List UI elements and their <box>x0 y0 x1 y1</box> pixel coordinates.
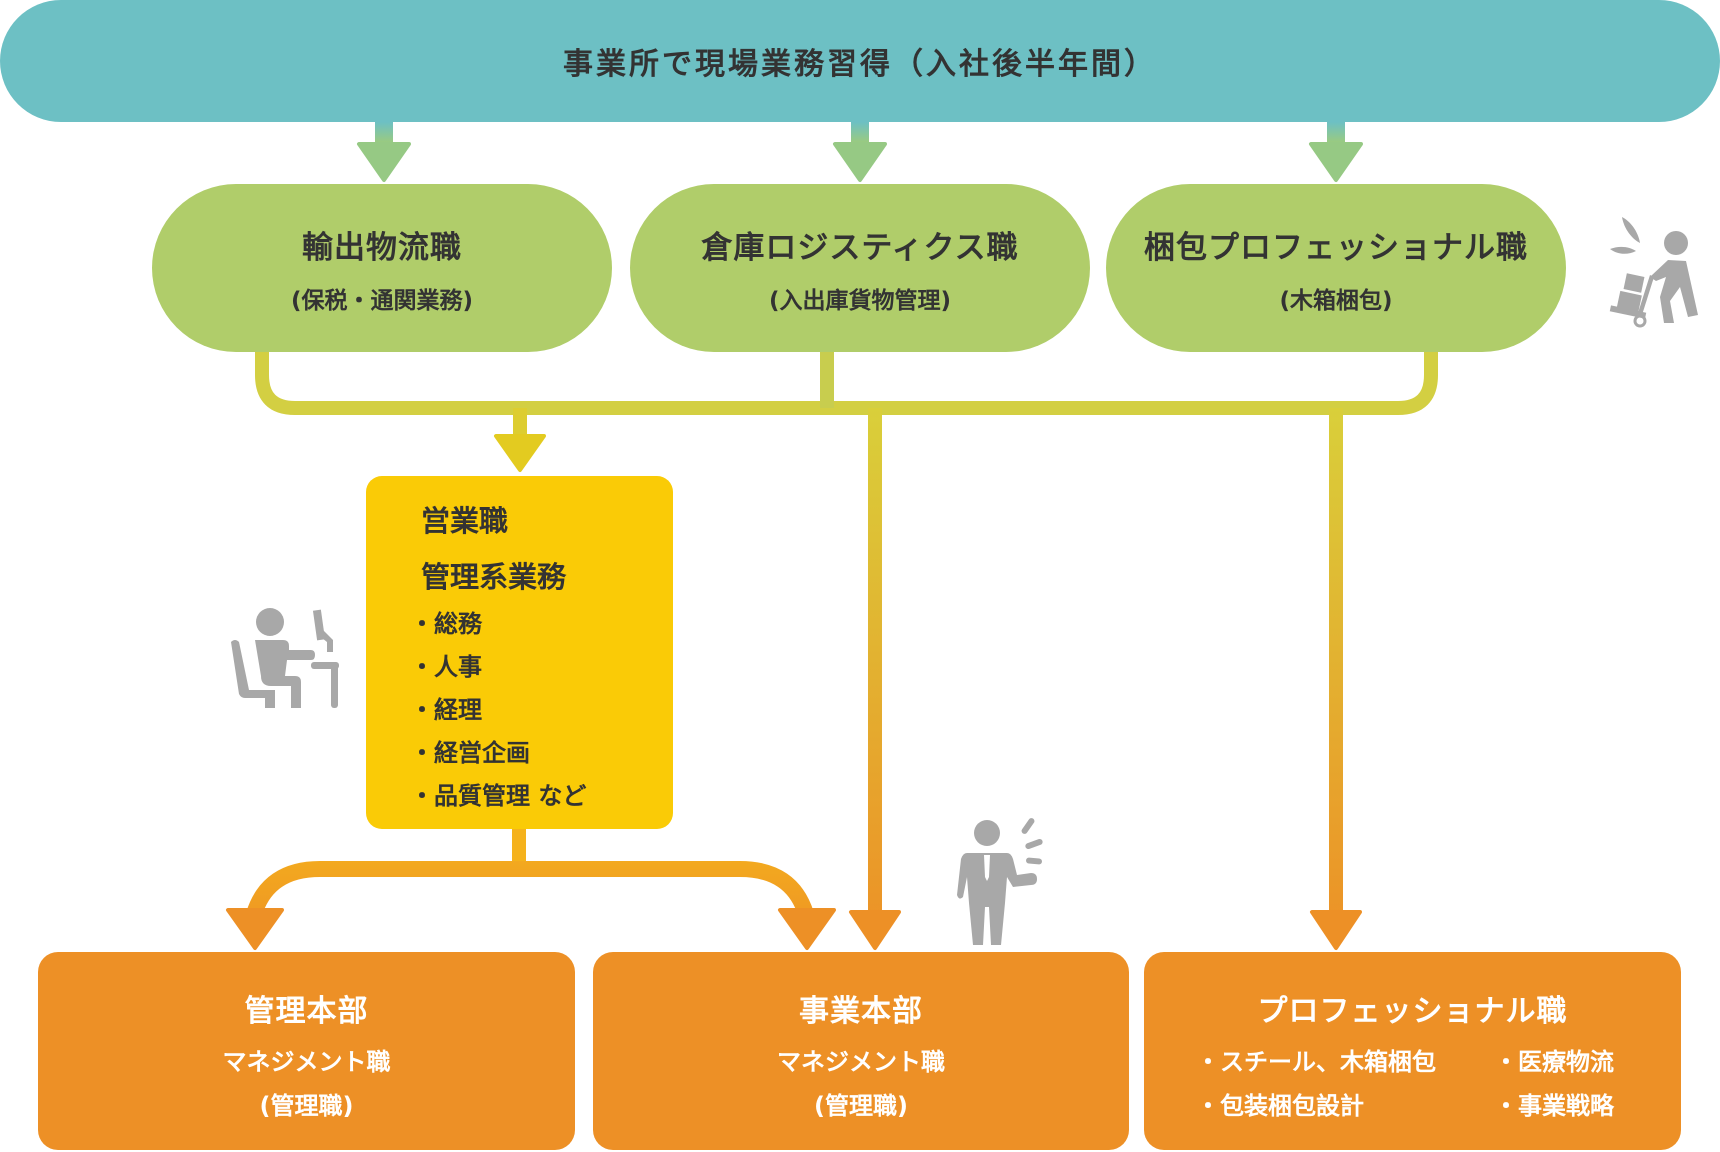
dest-bullet: ・スチール、木箱梱包 <box>1196 1048 1436 1076</box>
admin-role-item: ・品質管理 など <box>410 782 587 810</box>
track-subtitle: (木箱梱包) <box>1279 287 1393 314</box>
person-pushing-cart-icon <box>1609 217 1698 328</box>
track-warehouse-logistics: 倉庫ロジスティクス職 (入出庫貨物管理) <box>630 184 1090 352</box>
dest-role-note: (管理職) <box>259 1092 354 1120</box>
arrow-top-to-track-3 <box>1309 122 1363 182</box>
track-export-logistics: 輸出物流職 (保税・通関業務) <box>152 184 612 352</box>
track-subtitle: (保税・通関業務) <box>290 287 474 314</box>
dest-business-hq: 事業本部 マネジメント職 (管理職) <box>593 952 1129 1150</box>
onboarding-title: 事業所で現場業務習得（入社後半年間） <box>563 47 1157 82</box>
arrow-to-office <box>494 408 546 472</box>
dest-title: 事業本部 <box>799 994 923 1029</box>
track-title: 輸出物流職 <box>302 229 462 266</box>
track-merge-line <box>255 352 1438 415</box>
dest-title: 管理本部 <box>244 994 369 1029</box>
onboarding-banner: 事業所で現場業務習得（入社後半年間） <box>0 0 1720 122</box>
office-branch-arrows <box>226 829 836 950</box>
track-title: 梱包プロフェッショナル職 <box>1144 229 1528 266</box>
dest-bullet: ・事業戦略 <box>1494 1092 1614 1120</box>
dest-role: マネジメント職 <box>777 1048 945 1076</box>
admin-role-heading: 管理系業務 <box>421 560 567 594</box>
admin-role-item: ・経営企画 <box>410 739 530 767</box>
businessman-speaking-icon <box>957 818 1043 945</box>
dest-admin-hq: 管理本部 マネジメント職 (管理職) <box>38 952 575 1150</box>
admin-role-item: ・経理 <box>410 696 482 724</box>
dest-bullet: ・医療物流 <box>1494 1048 1614 1076</box>
person-at-desk-icon <box>231 608 339 708</box>
track-title: 倉庫ロジスティクス職 <box>701 229 1019 266</box>
dest-role-note: (管理職) <box>814 1092 908 1120</box>
sales-role-heading: 営業職 <box>421 504 509 538</box>
admin-role-item: ・総務 <box>410 610 482 638</box>
track-subtitle: (入出庫貨物管理) <box>768 287 952 314</box>
arrow-top-to-track-2 <box>833 122 887 182</box>
office-roles-box: 営業職 管理系業務 ・総務 ・人事 ・経理 ・経営企画 ・品質管理 など <box>366 476 673 829</box>
admin-role-item: ・人事 <box>410 653 482 681</box>
track-packing-professional: 梱包プロフェッショナル職 (木箱梱包) <box>1106 184 1566 352</box>
dest-bullet: ・包装梱包設計 <box>1196 1092 1364 1120</box>
arrow-to-professional <box>1310 408 1362 950</box>
dest-role: マネジメント職 <box>222 1048 391 1076</box>
arrow-top-to-track-1 <box>357 122 411 182</box>
arrow-to-business-hq <box>849 408 901 950</box>
dest-title: プロフェッショナル職 <box>1257 994 1568 1029</box>
dest-professional: プロフェッショナル職 ・スチール、木箱梱包 ・医療物流 ・包装梱包設計 ・事業戦… <box>1144 952 1681 1150</box>
